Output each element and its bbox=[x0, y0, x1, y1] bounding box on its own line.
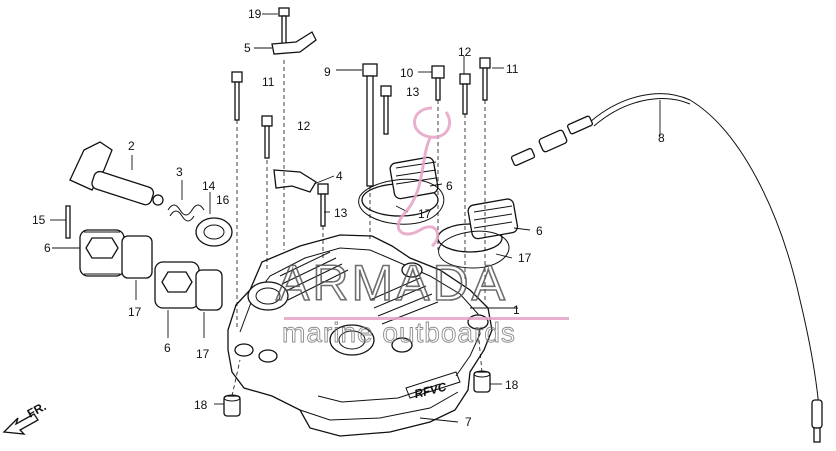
callout-17d: 17 bbox=[518, 251, 532, 265]
callout-14: 14 bbox=[202, 179, 216, 193]
assembly-guide-lines bbox=[231, 60, 486, 397]
callout-5: 5 bbox=[244, 41, 251, 55]
watermark-anchor-icon bbox=[396, 106, 452, 248]
tappet-cap-left bbox=[79, 229, 153, 279]
callout-9: 9 bbox=[324, 65, 331, 79]
valve-cap-upper bbox=[361, 156, 439, 217]
gasket-upper bbox=[358, 178, 445, 225]
callout-6d: 6 bbox=[536, 224, 543, 238]
watermark-underline bbox=[284, 317, 569, 320]
dowel-18-right bbox=[473, 370, 491, 393]
callout-6b: 6 bbox=[164, 341, 171, 355]
callout-11a: 11 bbox=[262, 75, 275, 89]
callout-13b: 13 bbox=[406, 85, 420, 99]
callout-17c: 17 bbox=[418, 207, 432, 221]
decompressor-cable bbox=[510, 93, 823, 443]
callout-15: 15 bbox=[32, 213, 46, 227]
callout-16: 16 bbox=[216, 193, 230, 207]
callout-numbers: 1 2 3 4 5 6 6 6 6 7 8 9 10 11 11 12 12 1… bbox=[32, 7, 665, 429]
callout-19: 19 bbox=[248, 7, 262, 21]
dowel-pin bbox=[65, 205, 71, 239]
watermark-title: ARMADA bbox=[276, 255, 508, 311]
callout-7: 7 bbox=[465, 415, 472, 429]
callout-6a: 6 bbox=[44, 241, 51, 255]
return-spring bbox=[167, 204, 205, 222]
gasket-right bbox=[438, 230, 510, 269]
callout-18b: 18 bbox=[505, 378, 519, 392]
callout-4: 4 bbox=[336, 169, 343, 183]
valve-cap-right bbox=[437, 198, 519, 253]
callout-12b: 12 bbox=[458, 45, 472, 59]
callout-18a: 18 bbox=[194, 398, 208, 412]
callout-3: 3 bbox=[176, 165, 183, 179]
callout-10: 10 bbox=[400, 66, 414, 80]
callout-2: 2 bbox=[128, 139, 135, 153]
armada-watermark: ARMADA marine outboards bbox=[275, 106, 569, 348]
callout-17a: 17 bbox=[128, 305, 142, 319]
callout-8: 8 bbox=[658, 131, 665, 145]
bolt-set bbox=[231, 7, 491, 227]
callout-6c: 6 bbox=[446, 179, 453, 193]
callout-13a: 13 bbox=[334, 206, 348, 220]
tappet-cap-right bbox=[154, 261, 223, 311]
front-arrow-icon bbox=[2, 413, 39, 435]
leader-lines bbox=[50, 13, 661, 423]
callout-11b: 11 bbox=[506, 62, 519, 76]
decompressor-shaft bbox=[69, 141, 164, 206]
oil-seal bbox=[195, 217, 233, 247]
callout-12a: 12 bbox=[297, 119, 311, 133]
callout-1: 1 bbox=[513, 303, 520, 317]
dowel-18-left bbox=[223, 394, 241, 417]
watermark-subtitle: marine outboards bbox=[282, 317, 516, 348]
callout-17b: 17 bbox=[196, 347, 210, 361]
